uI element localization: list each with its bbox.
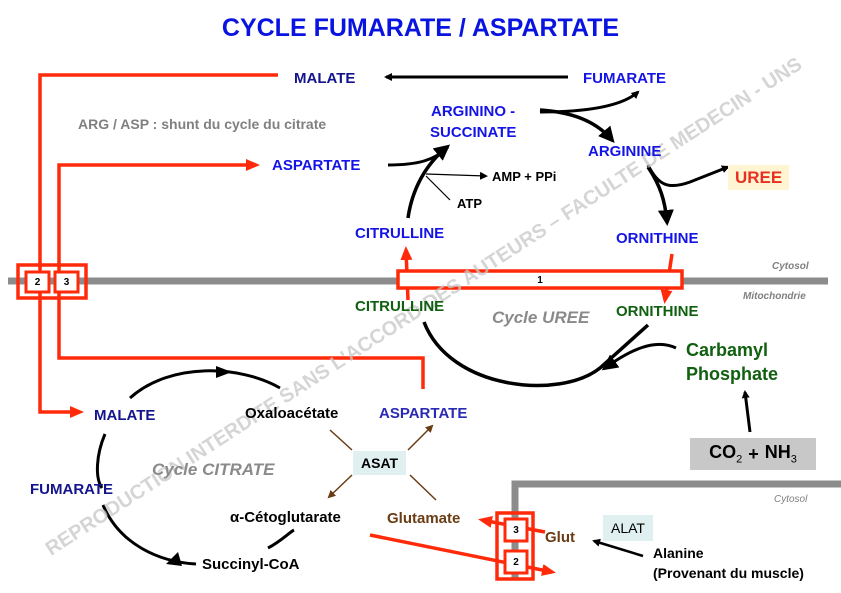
transporter-3-lower-number: 3 [513, 525, 519, 536]
co2-nh3-box: CO2 + NH3 [690, 438, 816, 470]
atp: ATP [457, 196, 483, 211]
citrate-arrowhead-bottom [166, 552, 182, 566]
aspartate-cytosol: ASPARTATE [272, 157, 361, 174]
arginine-to-ornithine-arrow [646, 166, 674, 226]
co2-to-carbamyl-arrow [741, 390, 752, 433]
transporter-2-number: 2 [34, 277, 41, 288]
transporter-3-box [53, 270, 80, 294]
oxaloacetate: Oxaloacétate [245, 405, 339, 422]
transporter-23-outer [16, 263, 88, 300]
transporter-3-number: 3 [63, 277, 70, 288]
asat-arrow-keto [327, 474, 353, 499]
as-to-arginine-arrow [539, 108, 615, 144]
citrate-arrowhead-top [216, 366, 232, 378]
carbamyl-line2: Phosphate [686, 364, 779, 384]
co2: CO2 [709, 441, 743, 466]
citrate-cycle-arc-right [267, 528, 295, 550]
malate-mito: MALATE [94, 407, 156, 424]
succinyl-coa: Succinyl-CoA [202, 556, 300, 573]
aspartate-mito: ASPARTATE [379, 405, 468, 422]
plus: + [748, 444, 759, 464]
uree-badge: UREE [728, 165, 790, 190]
glutamate: Glutamate [387, 510, 461, 527]
aspartate-transport-path [57, 159, 425, 389]
citrate-cycle-arc-top [128, 369, 281, 400]
amp-arrow [425, 171, 488, 180]
transporter-1-number: 1 [537, 275, 543, 286]
transporter-lower-outer [495, 511, 535, 581]
transporter-2-box [24, 270, 51, 294]
alanine-to-glut-arrow [592, 538, 644, 558]
citrulline-mito: CITRULLINE [355, 298, 445, 315]
carbamyl-line1: Carbamyl [686, 340, 769, 360]
mito-membrane-lower [511, 480, 841, 578]
glut-label: Glut [545, 529, 575, 546]
page-title: CYCLE FUMARATE / ASPARTATE [221, 14, 620, 42]
alat-enzyme: ALAT [603, 515, 653, 541]
ornithine-mito: ORNITHINE [616, 303, 699, 320]
cytosol-label: Cytosol [772, 261, 809, 272]
argininosuccinate-line2: SUCCINATE [430, 124, 517, 141]
transporter-3-lower-box [503, 517, 529, 543]
atp-line [425, 175, 451, 201]
carbamyl-arrow [601, 343, 677, 371]
shunt-note: ARG / ASP : shunt du cycle du citrate [78, 116, 327, 132]
citrate-cycle-arc-left [96, 433, 107, 489]
cytosol-lower-label: Cytosol [774, 494, 808, 505]
citrulline-to-as-arrow [406, 144, 451, 219]
fumarate-mito: FUMARATE [30, 481, 114, 498]
alanine: Alanine [653, 545, 704, 561]
transporter-2-lower-number: 2 [513, 557, 519, 568]
transporter-2-lower-box [503, 549, 529, 575]
asat-line-oxalo [329, 429, 353, 451]
citrate-cycle-arc-bottom [101, 504, 197, 566]
mito-urea-arc [422, 321, 650, 388]
ornithine-cytosol: ORNITHINE [616, 230, 699, 247]
cycle-uree-label: Cycle UREE [492, 308, 590, 327]
nh3: NH3 [764, 441, 797, 466]
arginine: ARGININE [588, 143, 662, 160]
asat-line-glutamate [409, 474, 437, 501]
asat-arrow-aspartate [407, 424, 434, 451]
malate-cytosol: MALATE [294, 70, 356, 87]
alpha-ketoglutarate: α-Cétoglutarate [230, 509, 341, 526]
transporter-1-box [396, 269, 684, 290]
mitochondrie-label: Mitochondrie [743, 291, 806, 302]
cycle-citrate-label: Cycle CITRATE [152, 460, 275, 479]
alanine-source: (Provenant du muscle) [653, 565, 804, 581]
as-to-fumarate-arrow [539, 90, 640, 114]
argininosuccinate-line1: ARGININO - [431, 103, 516, 120]
malate-transport-path [38, 73, 278, 418]
arginine-to-uree-arrow [646, 164, 730, 188]
amp-ppi: AMP + PPi [492, 169, 557, 184]
citrulline-cytosol: CITRULLINE [355, 225, 445, 242]
asat-enzyme: ASAT [353, 451, 407, 475]
fumarate-cytosol: FUMARATE [583, 70, 667, 87]
